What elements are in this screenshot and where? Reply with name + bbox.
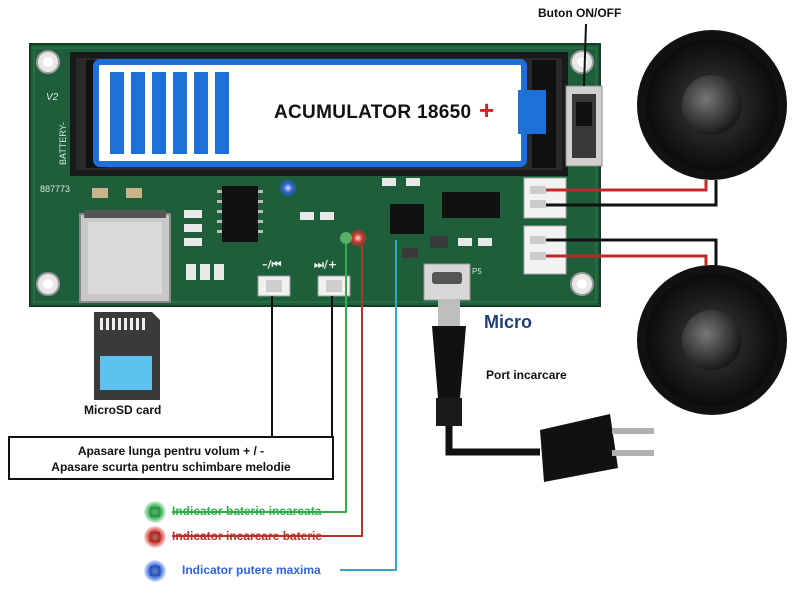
board-led-red — [349, 229, 367, 247]
board-led-blue — [279, 179, 297, 197]
mounting-hole — [570, 50, 594, 74]
board-led-green — [340, 232, 352, 244]
mounting-hole — [36, 50, 60, 74]
led-blue-icon-core — [150, 566, 160, 576]
speaker-top — [637, 30, 787, 180]
micro-label: Micro — [484, 312, 533, 332]
battery-holder — [70, 52, 568, 176]
button-leader-lines — [271, 296, 333, 436]
pcb-components — [92, 178, 500, 280]
button-instructions-box: Apasare lunga pentru volum + / - Apasare… — [8, 436, 334, 480]
instruction-short-press: Apasare scurta pentru schimbare melodie — [51, 460, 291, 474]
micro-usb-connector — [423, 263, 471, 301]
microsd-label: MicroSD card — [84, 403, 162, 417]
led-indicator-wires — [172, 240, 397, 571]
button-prev-volume-down[interactable] — [257, 275, 291, 297]
pcb-version-label: V2 — [46, 92, 59, 103]
battery-level-bars — [110, 72, 229, 154]
mounting-hole — [36, 272, 60, 296]
battery-label: ACUMULATOR 18650 — [274, 102, 472, 123]
btn-prev-silkscreen: –/⏮ — [262, 258, 282, 271]
speaker-wires — [546, 180, 718, 266]
led-red-label: Indicator incarcare baterie — [172, 529, 323, 543]
charger-plug — [540, 414, 654, 482]
charge-port-label: Port incarcare — [486, 368, 567, 382]
power-switch-label: Buton ON/OFF — [538, 6, 622, 20]
speaker-terminal-1 — [523, 177, 567, 219]
pcb-board-id: 887773 — [40, 184, 70, 194]
mounting-hole — [570, 272, 594, 296]
led-blue-label: Indicator putere maxima — [182, 563, 321, 577]
pcb-battery-label: BATTERY- — [58, 122, 68, 165]
microsd-card-icon — [94, 312, 160, 400]
btn-next-silkscreen: ⏭/+ — [314, 258, 337, 271]
battery-plus-sign: + — [479, 95, 495, 125]
led-green-icon-core — [150, 507, 160, 517]
button-next-volume-up[interactable] — [317, 275, 351, 297]
instruction-long-press: Apasare lunga pentru volum + / - — [77, 444, 265, 458]
microsd-slot — [79, 210, 171, 303]
charging-cable — [432, 300, 540, 456]
pcb-p5-label: P5 — [472, 267, 482, 276]
power-switch[interactable] — [565, 85, 603, 167]
led-green-label: Indicator baterie incarcata — [172, 504, 322, 518]
speaker-bottom — [637, 265, 787, 415]
led-red-icon-core — [150, 532, 160, 542]
switch-leader-line — [583, 23, 587, 87]
speaker-terminal-2 — [523, 225, 567, 275]
